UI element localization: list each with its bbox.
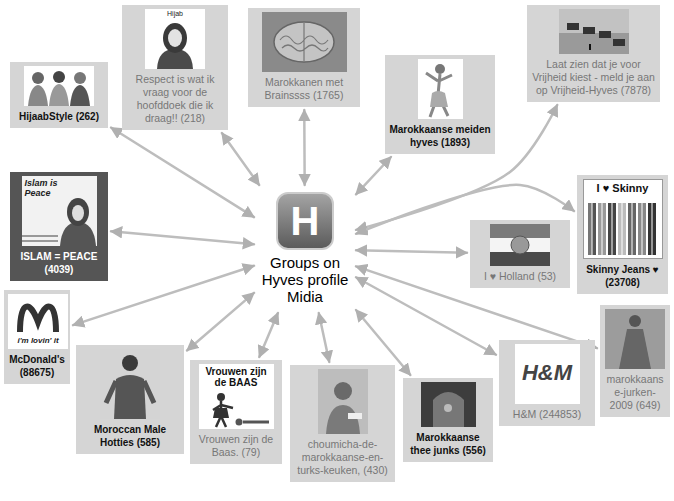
group-name: ISLAM = PEACE (4039) [14,250,104,276]
group-picture: H&M [515,344,580,404]
picture-art [24,66,94,106]
picture [24,66,94,106]
group-picture [605,309,665,369]
group-box: Moroccan Male Hotties (585) [76,345,184,454]
group-box: Marokkaanse thee junks (556) [403,378,493,462]
picture-art [8,294,68,349]
group-box: Respect is wat ik vraag voor de hoofddoe… [122,5,228,130]
group-box: Vrouwen zijn de BAAS Vrouwen zijn de Baas… [190,360,282,464]
group-box: I ♥ Holland (53) [470,220,570,288]
group-picture [559,9,629,54]
group-picture [418,59,463,119]
group-picture [490,224,550,266]
group-name: Respect is wat ik vraag voor de hoofddoe… [126,73,224,125]
picture-art [262,12,347,72]
picture-art [421,382,476,427]
logo-letter: H [276,198,334,244]
group-box: HijaabStyle (262) [10,62,108,128]
group-name: Marokkaanse meiden hyves (1893) [389,123,491,149]
picture-art [418,59,463,119]
picture-text: H&M [515,360,580,386]
group-name: Marokkaanse thee junks (556) [407,431,489,457]
arrow-connector [222,133,259,185]
group-name: Laat zien dat je voor Vrijheid kiest - m… [531,58,656,97]
picture [262,12,347,72]
group-box: Marokkaanse meiden hyves (1893) [385,55,495,154]
group-box: H&M H&M (244853) [499,340,595,426]
group-picture [145,9,205,69]
group-picture [421,382,476,427]
picture [145,9,205,69]
group-picture [100,349,160,419]
picture-art [490,224,550,266]
arrow-connector [356,250,467,253]
group-name: Marokkanen met Brainssss (1765) [252,76,356,102]
group-box: I ♥ SkinnySkinny Jeans ♥ (23708) [577,175,668,294]
group-picture [262,12,347,72]
picture [490,224,550,266]
group-picture: i'm lovin' it [8,294,68,349]
picture-art [583,180,662,259]
group-box: i'm lovin' it McDonald's (88675) [4,290,70,384]
group-name: Groups on Hyves profile Midia [261,254,349,305]
arrow-connector [187,293,254,351]
group-picture: I ♥ Skinny [583,179,663,259]
group-box: Marokkanen met Brainssss (1765) [248,8,360,107]
picture [100,349,160,419]
picture-art [100,349,160,419]
picture-art [199,364,274,429]
picture [605,309,665,369]
picture-caption: Hijab [145,10,205,18]
picture-art [318,369,368,434]
group-box: Islam is PeaceISLAM = PEACE (4039) [10,172,108,281]
arrow-connector [319,313,330,362]
picture-art [559,9,629,54]
picture-art [515,344,580,404]
picture-text: i'm lovin' it [8,336,68,346]
picture-art [145,9,205,69]
picture [421,382,476,427]
picture-text: Vrouwen zijn de BAAS [201,366,272,388]
arrow-connector [303,110,306,185]
arrow-connector [111,128,254,218]
group-box: choumicha-de-marokkaanse-en-turks-keuken… [290,365,395,482]
picture [418,59,463,119]
group-name: choumicha-de-marokkaanse-en-turks-keuken… [294,438,391,477]
group-name: HijaabStyle (262) [14,110,104,123]
group-name: Skinny Jeans ♥ (23708) [581,263,664,289]
arrow-connector [259,313,278,357]
group-name: marokkaanse-jurken-2009 (649) [604,373,666,412]
group-box: Laat zien dat je voor Vrijheid kiest - m… [527,5,660,102]
group-box: marokkaanse-jurken-2009 (649) [600,305,670,417]
arrow-connector [356,157,391,194]
group-picture: Islam is Peace [22,176,97,246]
picture [559,9,629,54]
group-picture: Vrouwen zijn de BAAS [199,364,274,429]
group-name: Vrouwen zijn de Baas. (79) [194,433,278,459]
picture-text: Islam is Peace [25,178,61,198]
picture-art [22,176,97,246]
group-picture [24,66,94,106]
group-name: H&M (244853) [503,408,591,421]
group-name: I ♥ Holland (53) [474,270,566,283]
picture-text: I ♥ Skinny [583,182,663,195]
group-picture [318,369,368,434]
group-name: Moroccan Male Hotties (585) [80,423,180,449]
arrow-connector [111,231,254,244]
picture-art [605,309,665,369]
group-name: McDonald's (88675) [8,353,66,379]
picture [318,369,368,434]
picture-art [277,193,333,249]
